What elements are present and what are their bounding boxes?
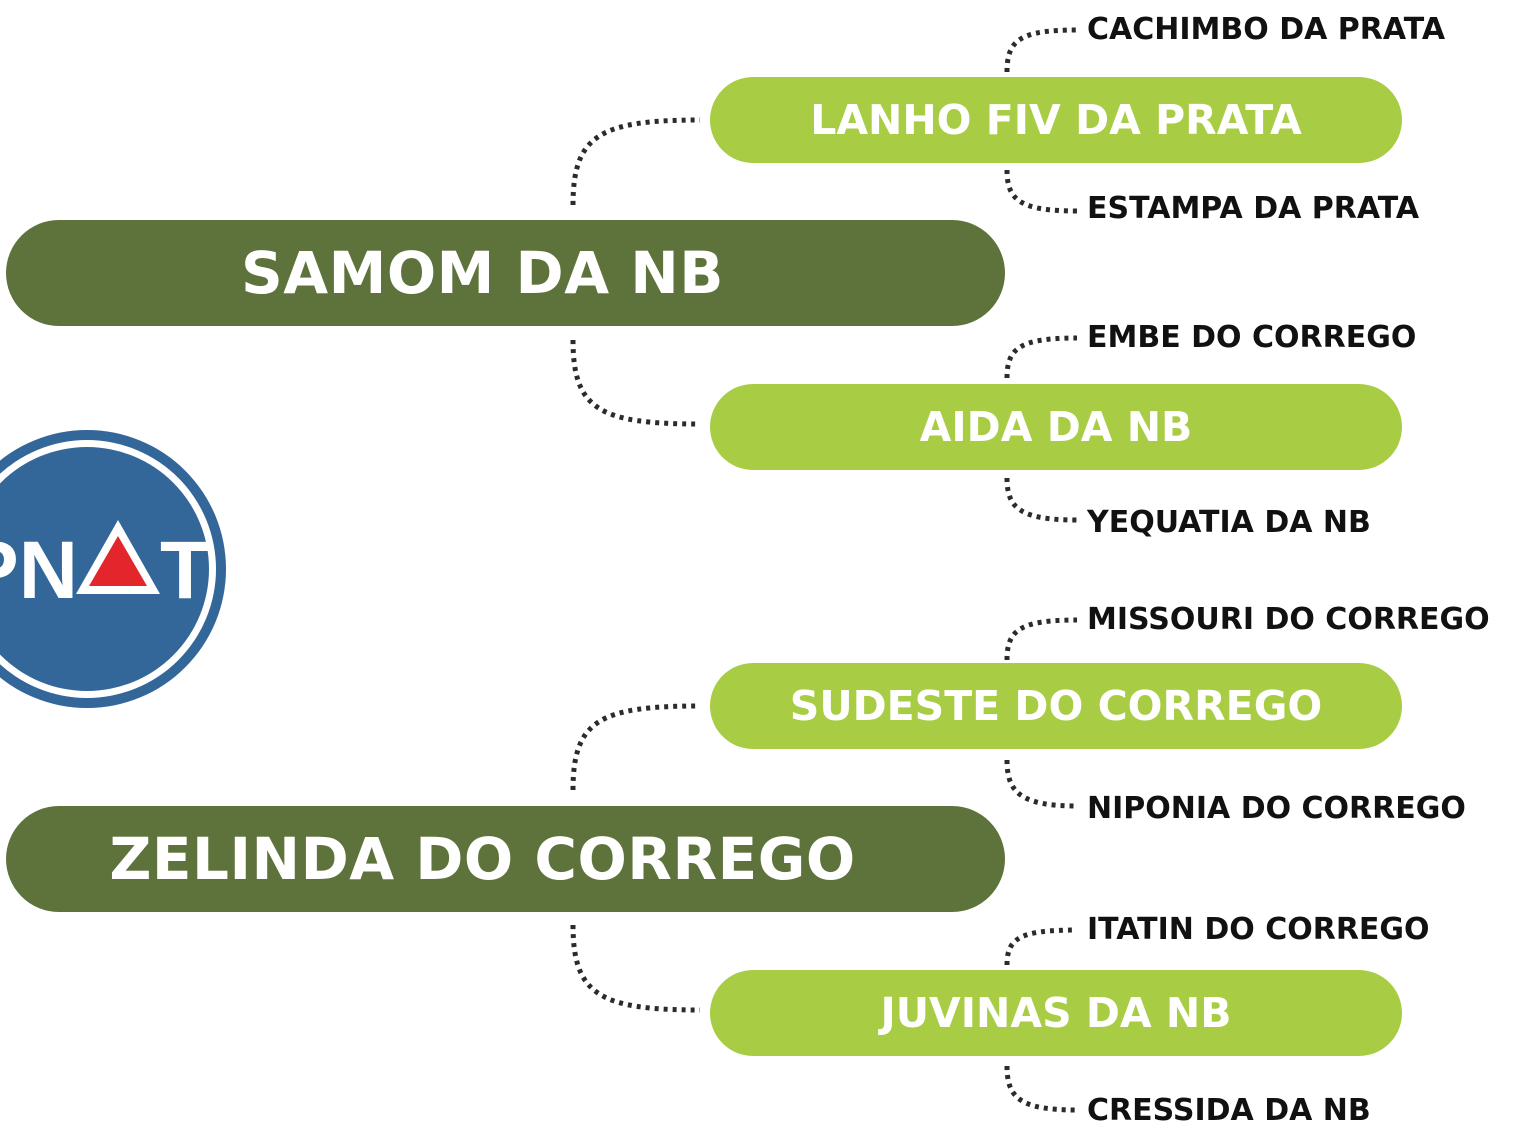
branch-label: AIDA DA NB xyxy=(919,403,1193,451)
branch-node-aida: AIDA DA NB xyxy=(710,384,1402,470)
connector-root2-branch1 xyxy=(570,703,701,791)
leaf-embe: EMBE DO CORREGO xyxy=(1087,320,1417,355)
pnat-logo-icon: PN T xyxy=(0,430,226,708)
connector-branch1-leaf2 xyxy=(1004,169,1078,214)
leaf-itatin: ITATIN DO CORREGO xyxy=(1087,912,1430,947)
connector-branch3-leaf1 xyxy=(1004,617,1078,661)
connector-branch3-leaf2 xyxy=(1004,759,1078,809)
connector-branch2-leaf2 xyxy=(1004,477,1078,523)
logo-triangle-inner xyxy=(89,536,147,586)
root-node-samom: SAMOM DA NB xyxy=(6,220,1005,326)
connector-root2-branch2 xyxy=(570,924,701,1013)
connector-root1-branch2 xyxy=(570,339,701,427)
root-label: ZELINDA DO CORREGO xyxy=(109,825,856,893)
connector-branch2-leaf1 xyxy=(1004,335,1078,379)
leaf-cachimbo: CACHIMBO DA PRATA xyxy=(1087,12,1446,47)
leaf-niponia: NIPONIA DO CORREGO xyxy=(1087,791,1466,826)
root-node-zelinda: ZELINDA DO CORREGO xyxy=(6,806,1005,912)
connector-branch1-leaf1 xyxy=(1004,27,1078,73)
logo-text-left: PN xyxy=(0,525,78,616)
leaf-estampa: ESTAMPA DA PRATA xyxy=(1087,191,1420,226)
connector-branch4-leaf1 xyxy=(1004,927,1078,966)
branch-label: LANHO FIV DA PRATA xyxy=(810,96,1302,144)
branch-label: SUDESTE DO CORREGO xyxy=(789,682,1323,730)
leaf-cressida: CRESSIDA DA NB xyxy=(1087,1093,1371,1128)
leaf-missouri: MISSOURI DO CORREGO xyxy=(1087,602,1490,637)
branch-node-sudeste: SUDESTE DO CORREGO xyxy=(710,663,1402,749)
connector-branch4-leaf2 xyxy=(1004,1065,1078,1113)
branch-label: JUVINAS DA NB xyxy=(880,989,1232,1037)
branch-node-juvinas: JUVINAS DA NB xyxy=(710,970,1402,1056)
root-label: SAMOM DA NB xyxy=(240,239,725,307)
branch-node-lanho: LANHO FIV DA PRATA xyxy=(710,77,1402,163)
logo-text-right: T xyxy=(160,525,210,616)
leaf-yequatia: YEQUATIA DA NB xyxy=(1087,505,1371,540)
connector-root1-branch1 xyxy=(570,117,701,206)
